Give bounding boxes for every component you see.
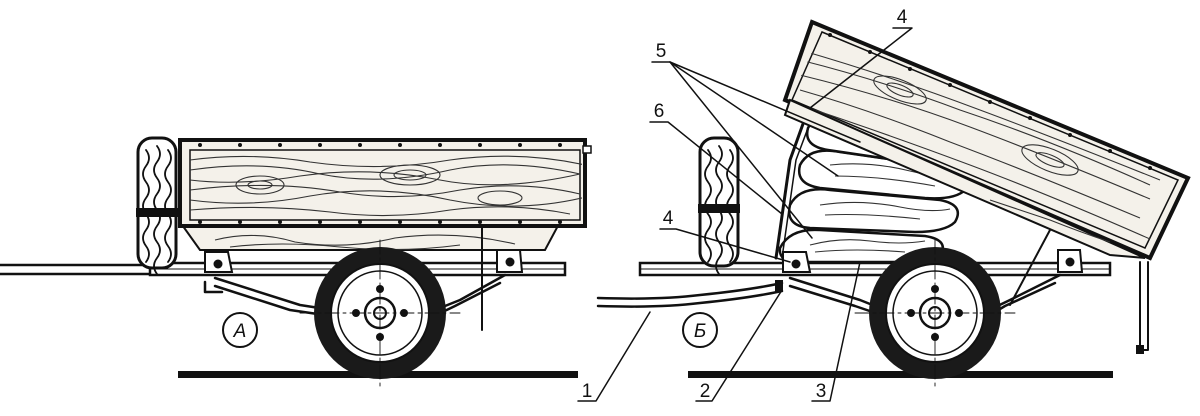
svg-text:4: 4 <box>663 208 674 229</box>
wheel-a <box>299 239 461 389</box>
cargo-body-a <box>178 138 592 251</box>
callout-3: 3 <box>811 261 861 402</box>
hinge-brackets-a <box>204 227 524 331</box>
callout-4-upper: 4 <box>809 7 913 109</box>
frame-a <box>0 261 567 320</box>
callout-1: 1 <box>577 311 651 402</box>
trailer-view-b: Б 1 2 3 4 4 5 <box>577 7 1191 402</box>
view-label-a: А <box>222 312 258 348</box>
callout-6: 6 <box>649 101 783 215</box>
svg-text:1: 1 <box>582 381 593 402</box>
ground-line-b <box>688 371 1113 378</box>
wheel-b <box>854 239 1016 389</box>
svg-text:6: 6 <box>654 101 665 122</box>
spare-wheel-a <box>136 136 178 275</box>
hinge-brackets-b <box>782 229 1084 306</box>
rear-support-leg <box>1136 261 1149 354</box>
callout-5: 5 <box>651 41 861 239</box>
svg-text:4: 4 <box>897 7 908 28</box>
svg-text:5: 5 <box>656 41 667 62</box>
svg-text:Б: Б <box>694 321 706 342</box>
callout-4-lower: 4 <box>659 208 791 263</box>
view-label-b: Б <box>682 312 718 348</box>
callout-2: 2 <box>695 289 783 402</box>
trailer-view-a: А <box>0 136 592 389</box>
cargo-body-b <box>782 19 1191 261</box>
svg-text:А: А <box>233 321 247 342</box>
svg-text:3: 3 <box>816 381 827 402</box>
spare-wheel-b <box>698 136 740 275</box>
svg-text:2: 2 <box>700 381 711 402</box>
